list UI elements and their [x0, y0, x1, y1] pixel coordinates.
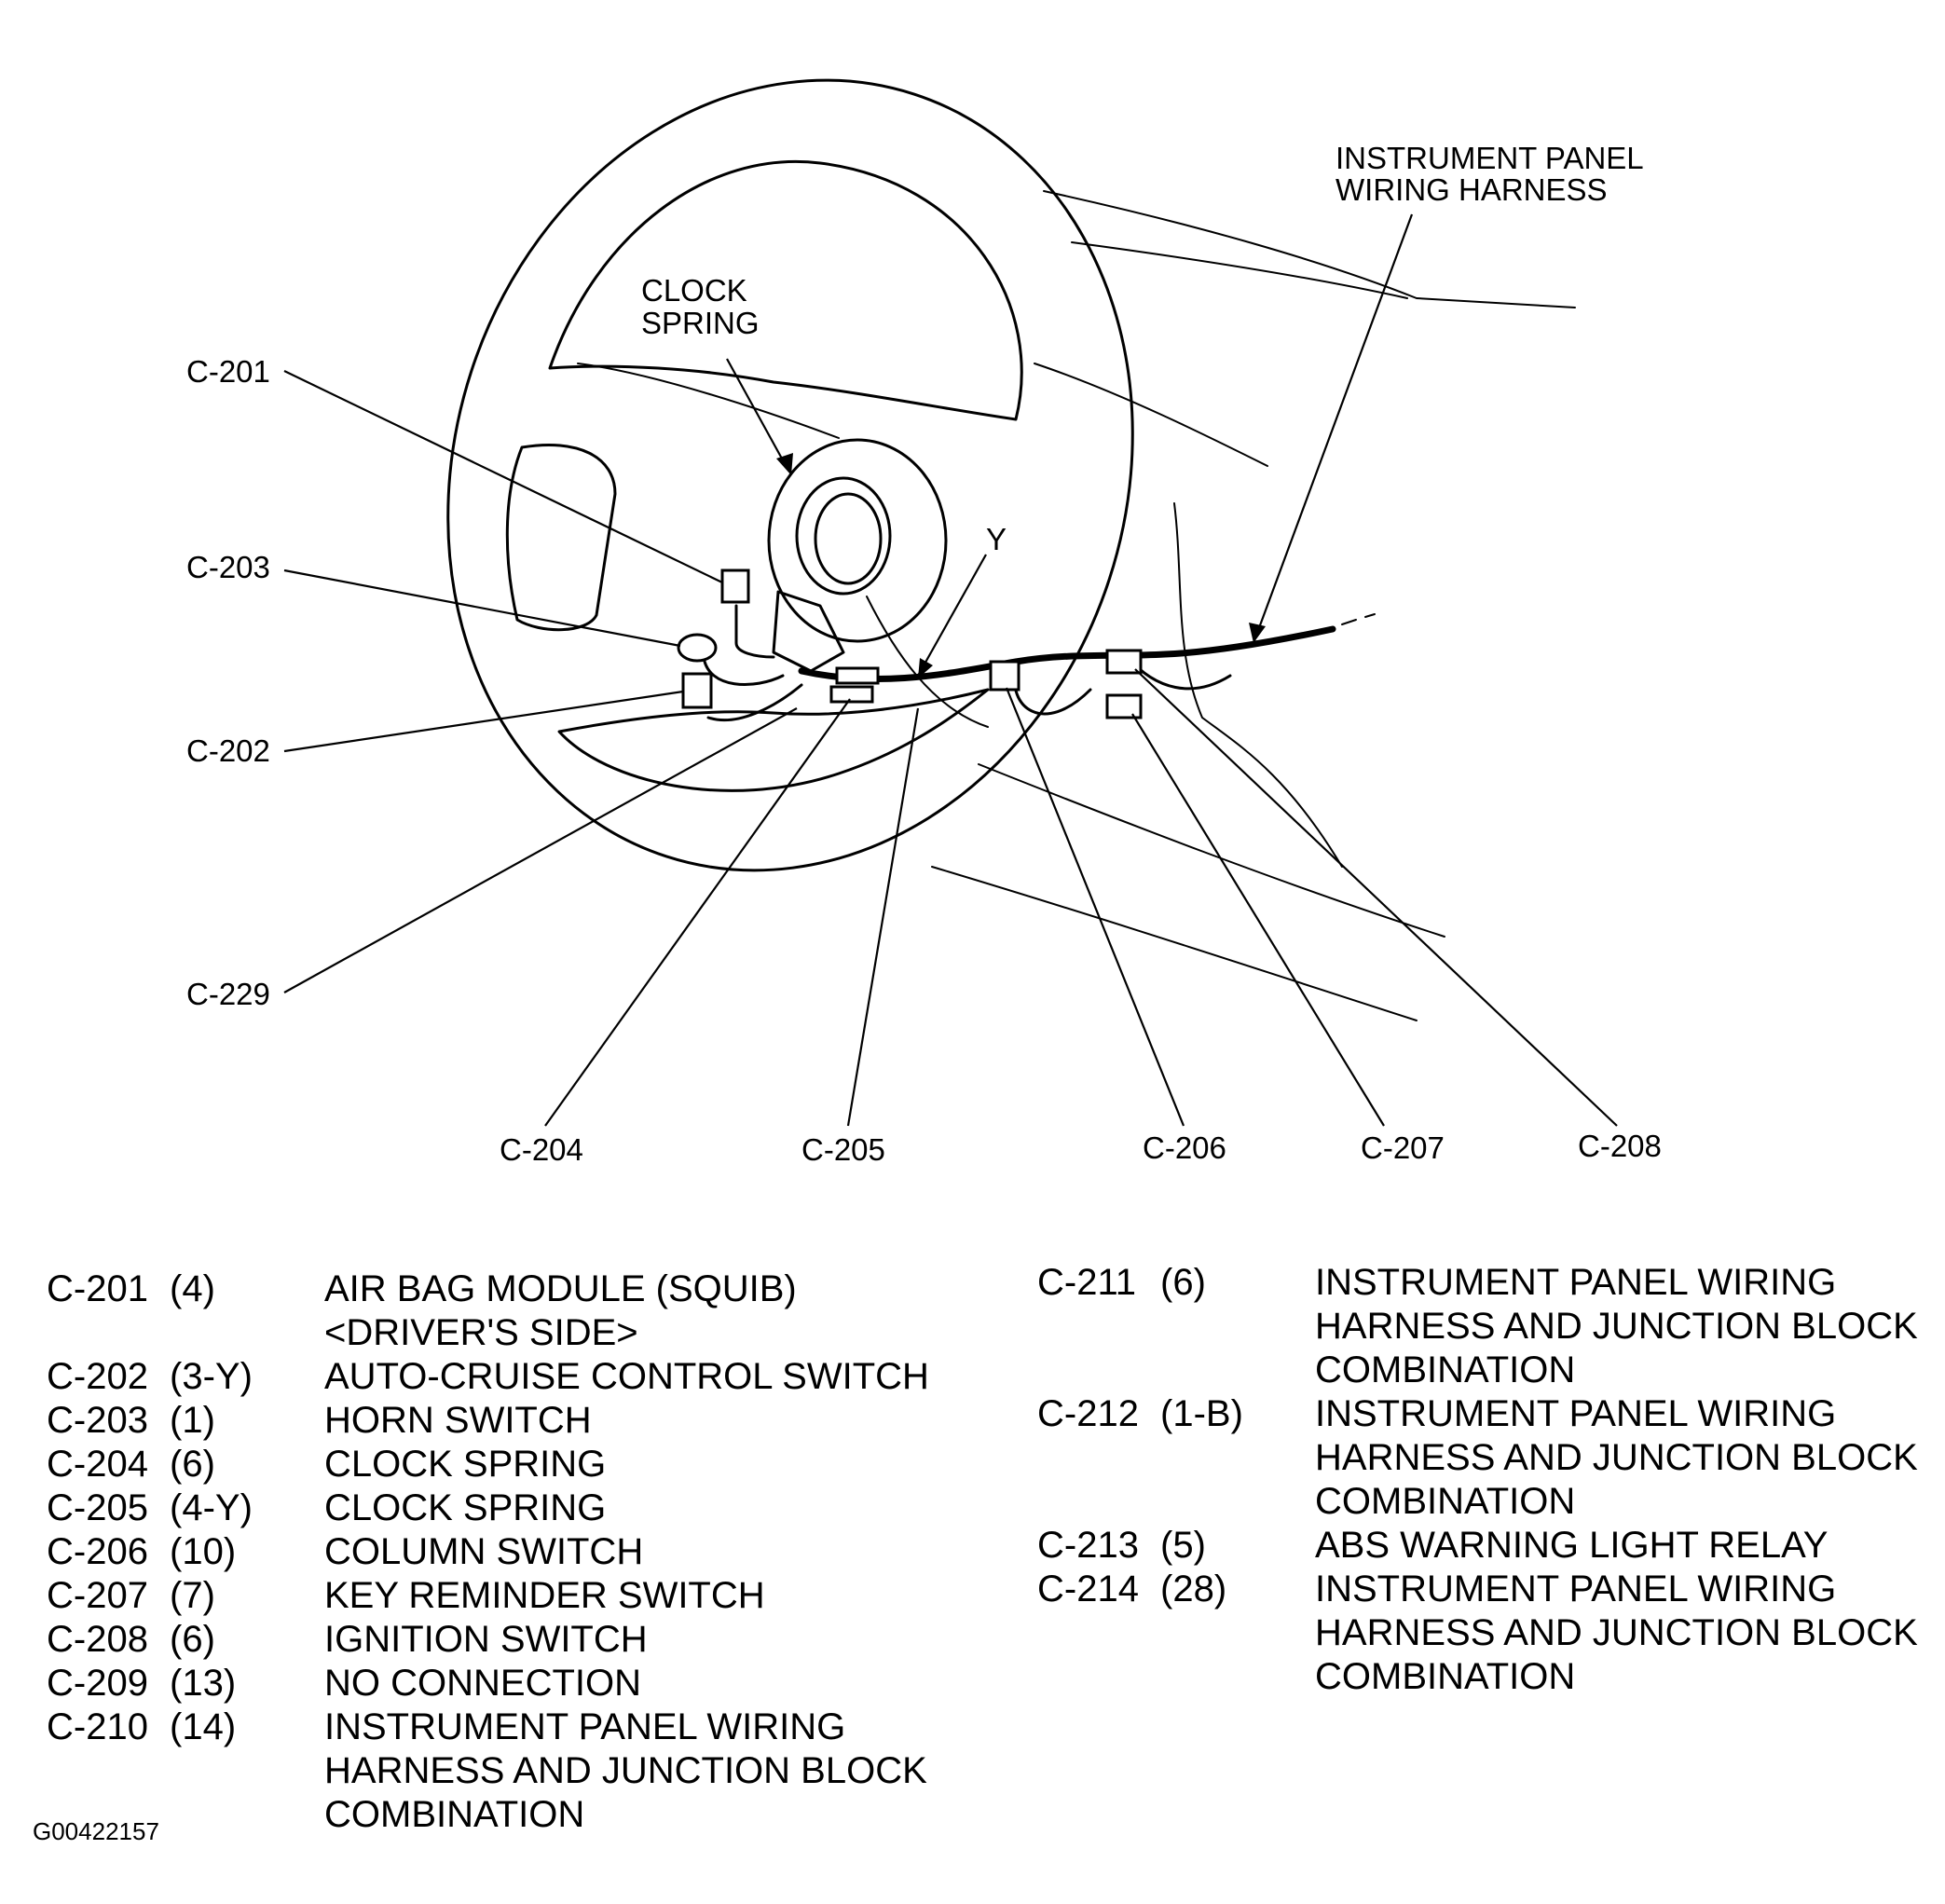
- callout-c-203: C-203: [186, 550, 270, 584]
- legend-connector-id: C-209: [47, 1663, 148, 1704]
- leader-lines: [283, 213, 1618, 1127]
- connector-c-206: [989, 660, 1020, 692]
- legend-pin-count: (6): [170, 1444, 215, 1485]
- dash-outline: [866, 190, 1576, 1021]
- legend-description: KEY REMINDER SWITCH: [324, 1575, 765, 1616]
- legend-row-c-205: C-205 (4-Y) CLOCK SPRING: [47, 1486, 958, 1530]
- connector-c-204: [829, 685, 874, 704]
- legend-connector-id: C-202: [47, 1356, 148, 1397]
- legend-connector-id: C-205: [47, 1487, 148, 1528]
- legend-description: IGNITION SWITCH: [324, 1619, 648, 1660]
- figure-id: G00422157: [33, 1817, 159, 1845]
- legend-pin-count: (7): [170, 1575, 215, 1616]
- legend-row-c-207: C-207 (7) KEY REMINDER SWITCH: [47, 1574, 958, 1618]
- legend-description: INSTRUMENT PANEL WIRING HARNESS AND JUNC…: [1315, 1393, 1918, 1522]
- legend-description: COLUMN SWITCH: [324, 1531, 644, 1572]
- legend-pin-count: (4): [170, 1268, 215, 1309]
- legend-description: INSTRUMENT PANEL WIRING HARNESS AND JUNC…: [324, 1706, 927, 1835]
- legend-pin-count: (13): [170, 1663, 237, 1704]
- legend-row-c-208: C-208 (6) IGNITION SWITCH: [47, 1618, 958, 1662]
- y-mark-label: Y: [986, 522, 1007, 556]
- legend-pin-count: (10): [170, 1531, 237, 1572]
- legend-pin-count: (4-Y): [170, 1487, 253, 1528]
- legend-connector-id: C-214: [1037, 1568, 1139, 1609]
- legend-row-c-206: C-206 (10) COLUMN SWITCH: [47, 1530, 958, 1574]
- legend-pin-count: (5): [1160, 1525, 1206, 1566]
- legend-row-c-202: C-202 (3-Y) AUTO-CRUISE CONTROL SWITCH: [47, 1355, 958, 1399]
- legend-pin-count: (6): [1160, 1262, 1206, 1303]
- legend-row-c-204: C-204 (6) CLOCK SPRING: [47, 1443, 958, 1486]
- legend-pin-count: (6): [170, 1619, 215, 1660]
- legend-connector-id: C-206: [47, 1531, 148, 1572]
- legend-row-c-203: C-203 (1) HORN SWITCH: [47, 1399, 958, 1443]
- connector-c-205: [835, 666, 880, 685]
- legend-description: ABS WARNING LIGHT RELAY: [1315, 1525, 1829, 1566]
- legend-row-c-201: C-201 (4) AIR BAG MODULE (SQUIB) <DRIVER'S…: [47, 1267, 958, 1355]
- legend-description: NO CONNECTION: [324, 1663, 641, 1704]
- callout-c-208: C-208: [1578, 1129, 1662, 1163]
- callout-c-206: C-206: [1143, 1130, 1226, 1165]
- connector-c-201: [720, 568, 750, 604]
- legend-connector-id: C-204: [47, 1444, 148, 1485]
- callout-c-205: C-205: [801, 1132, 885, 1167]
- connector-c-202: [681, 672, 713, 709]
- legend-description: AIR BAG MODULE (SQUIB) <DRIVER'S SIDE>: [324, 1268, 797, 1353]
- callout-c-229: C-229: [186, 977, 270, 1011]
- legend-pin-count: (14): [170, 1706, 237, 1747]
- legend-description: CLOCK SPRING: [324, 1444, 607, 1485]
- legend-connector-id: C-208: [47, 1619, 148, 1660]
- legend-row-c-214: C-214 (28) INSTRUMENT PANEL WIRING HARNESS…: [1037, 1568, 1930, 1699]
- legend-description: AUTO-CRUISE CONTROL SWITCH: [324, 1356, 929, 1397]
- legend-description: INSTRUMENT PANEL WIRING HARNESS AND JUNC…: [1315, 1568, 1918, 1697]
- legend-connector-id: C-212: [1037, 1393, 1139, 1434]
- wiring-harness: [702, 604, 1376, 722]
- connector-legend-left: C-201 (4) AIR BAG MODULE (SQUIB) <DRIVER'S…: [47, 1267, 958, 1837]
- arrowheads: [776, 453, 1266, 678]
- legend-connector-id: C-203: [47, 1400, 148, 1441]
- connector-legend-right: C-211 (6) INSTRUMENT PANEL WIRING HARNESS …: [1037, 1261, 1930, 1699]
- legend-description: HORN SWITCH: [324, 1400, 592, 1441]
- legend-description: INSTRUMENT PANEL WIRING HARNESS AND JUNC…: [1315, 1262, 1918, 1390]
- legend-row-c-209: C-209 (13) NO CONNECTION: [47, 1662, 958, 1705]
- connector-c-207: [1105, 693, 1143, 719]
- legend-connector-id: C-201: [47, 1268, 148, 1309]
- legend-connector-id: C-210: [47, 1706, 148, 1747]
- legend-description: CLOCK SPRING: [324, 1487, 607, 1528]
- legend-connector-id: C-213: [1037, 1525, 1139, 1566]
- connector-c-208: [1105, 649, 1143, 675]
- legend-pin-count: (1-B): [1160, 1393, 1243, 1434]
- legend-row-c-213: C-213 (5) ABS WARNING LIGHT RELAY: [1037, 1524, 1930, 1568]
- legend-row-c-212: C-212 (1-B) INSTRUMENT PANEL WIRING HARNES…: [1037, 1392, 1930, 1524]
- connectors: [677, 568, 1143, 719]
- callout-c-204: C-204: [500, 1132, 583, 1167]
- legend-pin-count: (28): [1160, 1568, 1227, 1609]
- steering-wheel: [446, 78, 1134, 872]
- clock-spring: [767, 438, 948, 673]
- legend-row-c-210: C-210 (14) INSTRUMENT PANEL WIRING HARNESS…: [47, 1705, 958, 1837]
- legend-connector-id: C-207: [47, 1575, 148, 1616]
- callout-c-201: C-201: [186, 354, 270, 389]
- callout-c-202: C-202: [186, 733, 270, 768]
- callout-c-207: C-207: [1361, 1130, 1445, 1165]
- legend-pin-count: (1): [170, 1400, 215, 1441]
- connector-c-203: [677, 633, 718, 663]
- legend-pin-count: (3-Y): [170, 1356, 253, 1397]
- legend-row-c-211: C-211 (6) INSTRUMENT PANEL WIRING HARNESS …: [1037, 1261, 1930, 1392]
- legend-connector-id: C-211: [1037, 1262, 1136, 1303]
